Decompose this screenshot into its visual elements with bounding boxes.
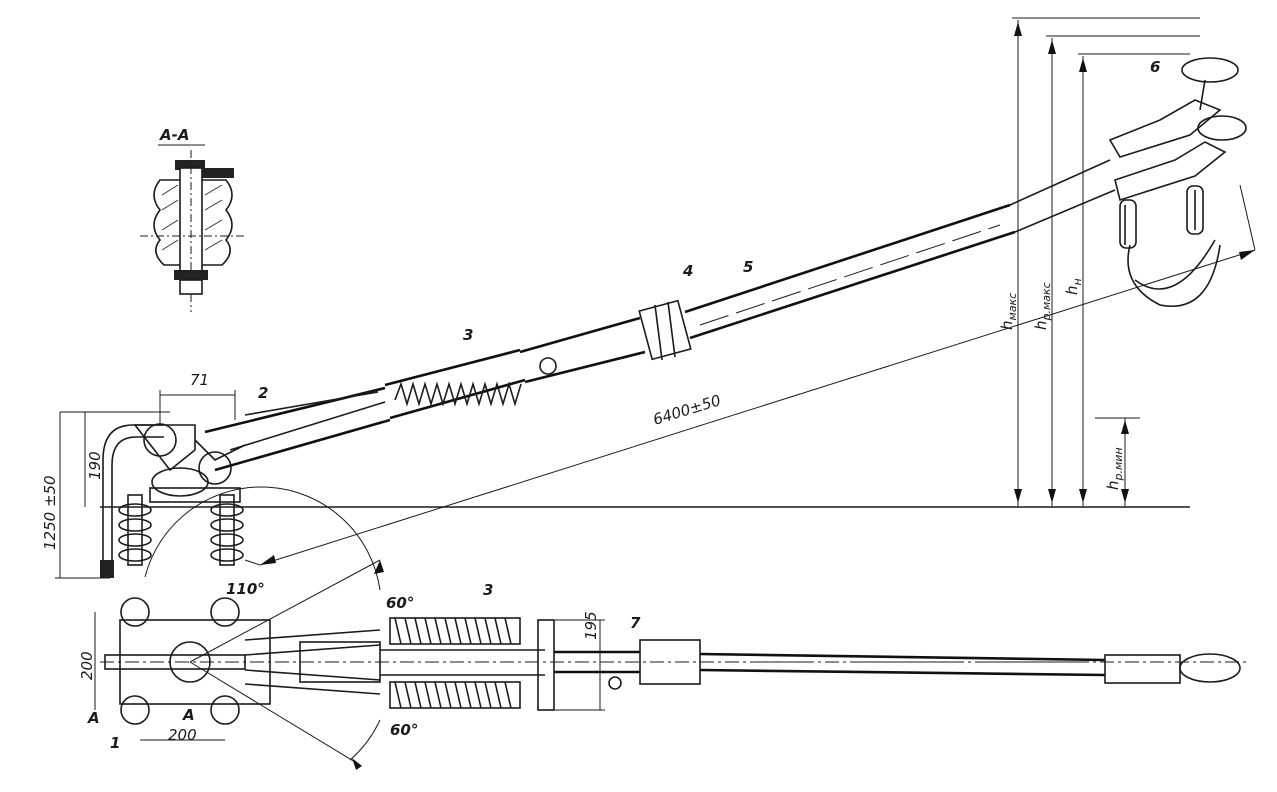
svg-text:hр.макс: hр.макс (1032, 282, 1053, 330)
dim-60-deg-bottom: 60° (390, 721, 418, 739)
callout-3-side: 3 (463, 326, 473, 344)
contact-head-upper (1108, 57, 1239, 158)
height-labels: hмакс hр.макс hн hр.мин (998, 278, 1125, 490)
label-h-n: hн (1063, 278, 1084, 295)
callout-6: 6 (1150, 58, 1160, 76)
callout-1: 1 (110, 734, 120, 752)
dim-60-deg-top: 60° (386, 594, 414, 612)
dimension-labels: 71 190 1250 ±50 6400±50 110° 60° 60° 195… (41, 371, 723, 744)
dim-1250: 1250 ±50 (41, 475, 59, 550)
dim-195: 195 (582, 611, 600, 640)
dim-200-horizontal: 200 (168, 726, 197, 744)
dim-71: 71 (190, 371, 209, 389)
svg-text:hр.мин: hр.мин (1104, 447, 1125, 490)
insulator-left (118, 494, 152, 566)
dim-190: 190 (86, 451, 104, 480)
label-h-maks: hмакс (998, 293, 1019, 330)
section-mark-a-right: A (182, 706, 195, 724)
plan-view (94, 486, 1250, 770)
callout-3-plan: 3 (483, 581, 493, 599)
callout-4: 4 (682, 262, 693, 280)
label-h-rmaks: hр.макс (1032, 282, 1053, 330)
callout-5: 5 (743, 258, 753, 276)
insulator-right (210, 494, 244, 566)
svg-text:hмакс: hмакс (998, 293, 1019, 330)
spring-plan-lower (389, 681, 521, 709)
dim-200-vertical: 200 (78, 651, 96, 680)
label-h-rmin: hр.мин (1104, 447, 1125, 490)
side-view (55, 17, 1256, 579)
callout-labels: 1 2 3 3 4 5 6 7 A A (87, 58, 1160, 752)
section-title: А-А (159, 126, 189, 144)
callout-2: 2 (258, 384, 268, 402)
callout-7: 7 (630, 614, 641, 632)
svg-text:hн: hн (1063, 278, 1084, 295)
spring-side (384, 348, 526, 420)
dim-110-deg: 110° (226, 580, 265, 598)
section-mark-a-left: A (87, 709, 100, 727)
spring-plan-upper (389, 617, 521, 645)
dim-6400: 6400±50 (651, 391, 723, 429)
section-a-a-view: А-А (140, 126, 245, 312)
contact-head-lower (1114, 115, 1247, 307)
